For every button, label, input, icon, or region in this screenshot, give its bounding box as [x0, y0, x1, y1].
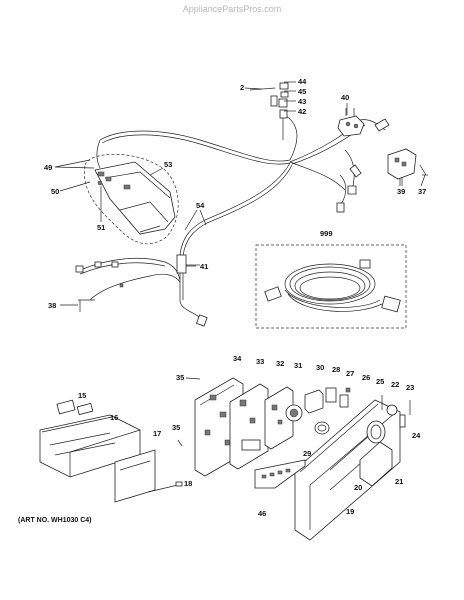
callout-33: 33	[256, 357, 264, 366]
door-lock-39[interactable]	[387, 148, 428, 186]
callout-20: 20	[354, 483, 362, 492]
callout-29: 29	[303, 449, 311, 458]
part-21[interactable]	[359, 441, 393, 487]
callout-22: 22	[391, 380, 399, 389]
callout-24: 24	[412, 431, 421, 440]
hose-kit-999[interactable]	[255, 244, 407, 329]
control-board-33[interactable]	[229, 383, 269, 470]
leader-lines	[54, 81, 426, 306]
watermark: AppliancePartsPros.com	[182, 4, 282, 14]
callout-25: 25	[376, 377, 384, 386]
callout-35-bottom: 35	[172, 423, 180, 432]
dispenser-assembly-53[interactable]	[84, 154, 179, 245]
bezel-20[interactable]	[366, 420, 386, 444]
callout-26: 26	[362, 373, 370, 382]
screw-35[interactable]	[177, 377, 201, 447]
callout-35-top: 35	[176, 373, 184, 382]
drawer-handle-18[interactable]	[147, 481, 183, 493]
part-28[interactable]	[325, 387, 337, 403]
callout-44: 44	[298, 77, 307, 86]
pressure-switch-40[interactable]	[337, 108, 365, 137]
callout-23: 23	[406, 383, 414, 392]
callout-53: 53	[164, 160, 172, 169]
callout-999: 999	[320, 229, 333, 238]
part-30[interactable]	[304, 389, 324, 414]
callout-30: 30	[316, 363, 324, 372]
art-number: (ART NO. WH1030 C4)	[18, 517, 92, 524]
harness-38[interactable]	[75, 257, 181, 312]
control-board-32[interactable]	[264, 386, 294, 450]
callout-45: 45	[298, 87, 306, 96]
callout-21: 21	[395, 477, 403, 486]
knob-31[interactable]	[285, 404, 303, 422]
callout-41: 41	[200, 262, 208, 271]
parts-22-25[interactable]	[381, 395, 411, 428]
callout-43: 43	[298, 97, 306, 106]
harness-41[interactable]	[176, 254, 208, 327]
callout-40: 40	[341, 93, 349, 102]
callout-51: 51	[97, 223, 105, 232]
callout-37: 37	[418, 187, 426, 196]
callout-2: 2	[240, 83, 244, 92]
callout-39: 39	[397, 187, 405, 196]
dispenser-drawer-16[interactable]	[39, 399, 141, 478]
part-27-26[interactable]	[339, 387, 351, 408]
callout-42: 42	[298, 107, 306, 116]
callout-54: 54	[196, 201, 205, 210]
callout-31: 31	[294, 361, 302, 370]
part-46[interactable]	[254, 459, 306, 489]
drawer-front-17[interactable]	[114, 449, 156, 503]
callout-labels: 2 44 45 43 42 40 49 53 50 54 51 39 37 99…	[44, 77, 426, 518]
callout-27: 27	[346, 369, 354, 378]
callout-46: 46	[258, 509, 266, 518]
callout-15: 15	[78, 391, 86, 400]
callout-38: 38	[48, 301, 56, 310]
callout-19: 19	[346, 507, 354, 516]
connector-group-42-45[interactable]	[249, 82, 289, 140]
callout-28: 28	[332, 365, 340, 374]
callout-16: 16	[110, 413, 118, 422]
callout-18: 18	[184, 479, 192, 488]
knob-29[interactable]	[314, 421, 330, 435]
callout-50: 50	[51, 187, 59, 196]
callout-49: 49	[44, 163, 52, 172]
callout-17: 17	[153, 429, 161, 438]
callout-32: 32	[276, 359, 284, 368]
callout-34: 34	[233, 354, 242, 363]
